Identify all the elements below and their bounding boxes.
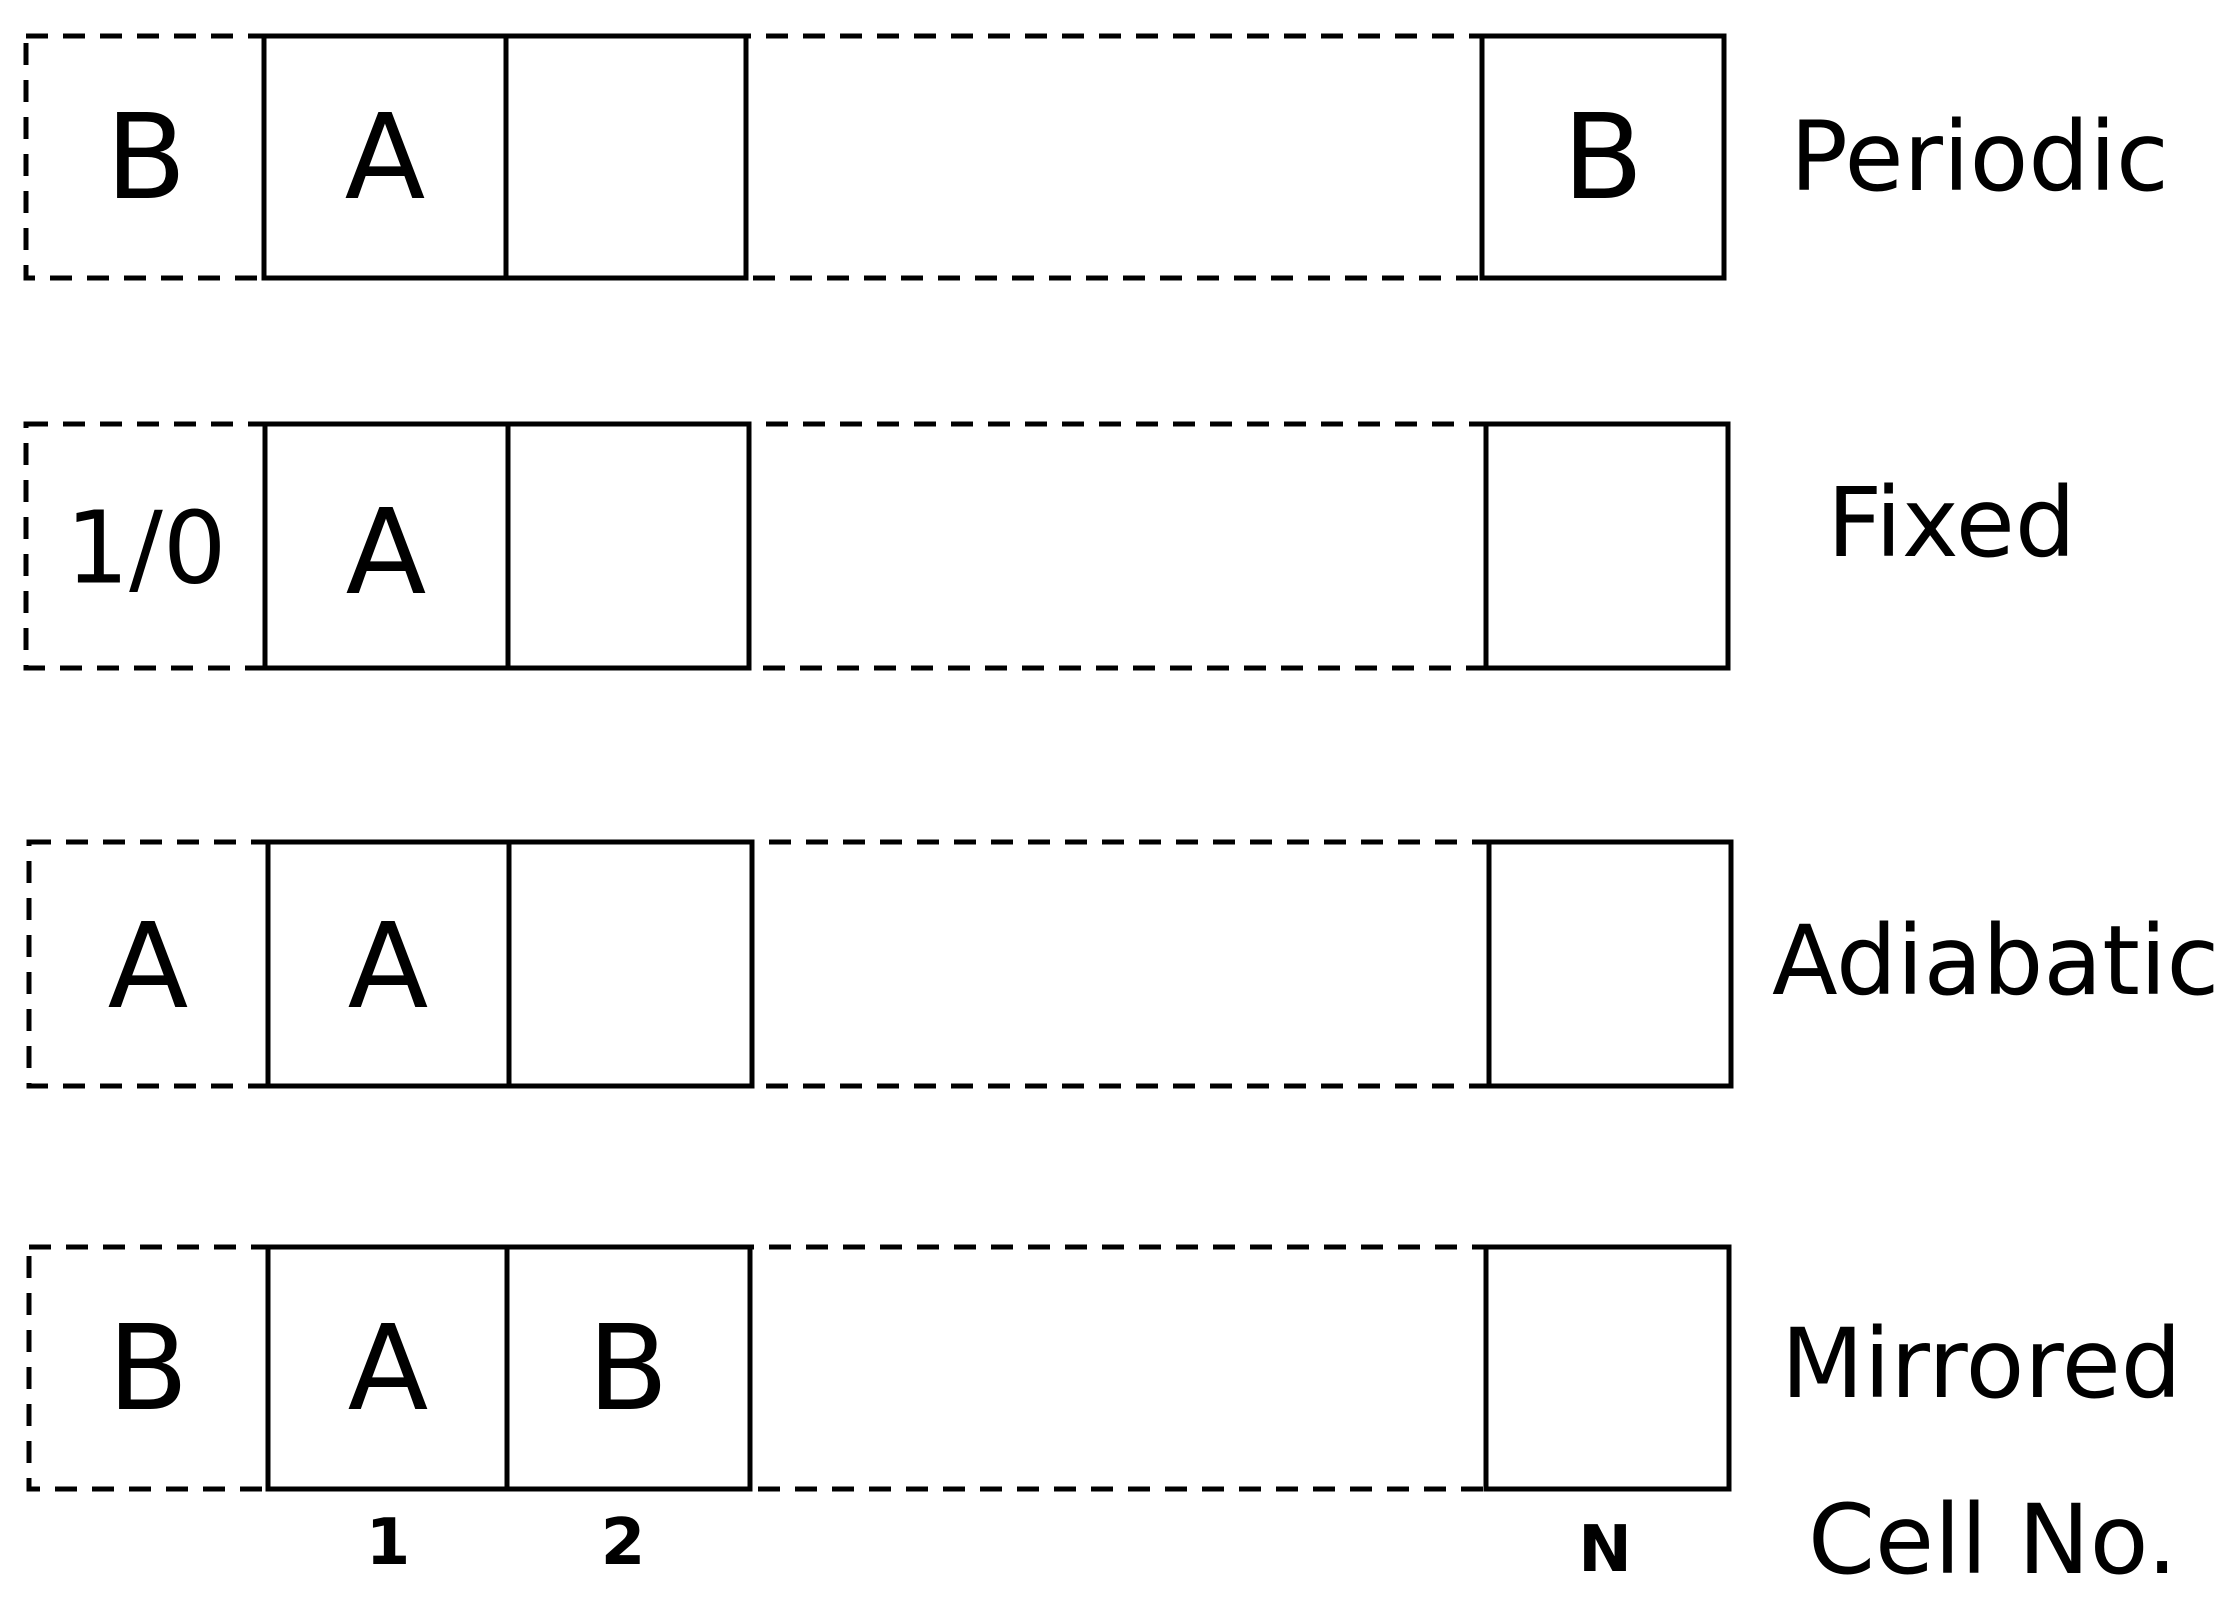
cell-1-value-adiabatic: A	[348, 897, 429, 1035]
row-adiabatic: A A Adiabatic	[26, 839, 2219, 1089]
cell-index-axis: 1 2 N Cell No.	[366, 1484, 2178, 1596]
cell-1-value-fixed: A	[346, 483, 427, 621]
cell-index-n: N	[1578, 1513, 1632, 1587]
cell-2-adiabatic	[506, 839, 755, 1089]
row-label-fixed: Fixed	[1827, 467, 2076, 579]
cell-index-1: 1	[366, 1506, 411, 1580]
row-fixed: 1/0 A Fixed	[23, 421, 2076, 671]
cell-number-label: Cell No.	[1808, 1484, 2177, 1596]
ghost-cell-mirrored	[26, 1244, 1489, 1492]
ghost-cell-adiabatic	[26, 839, 1492, 1089]
cell-index-2: 2	[601, 1506, 646, 1580]
cell-n-fixed	[1483, 421, 1731, 671]
cell-n-periodic	[1479, 33, 1727, 281]
cell-2-value-mirrored: B	[588, 1299, 669, 1437]
cell-2-mirrored	[504, 1244, 753, 1492]
ghost-value-mirrored: B	[108, 1299, 189, 1437]
cell-2-periodic	[503, 33, 749, 281]
cell-2-fixed	[505, 421, 752, 671]
cell-1-value-mirrored: A	[348, 1299, 429, 1437]
ghost-cell-fixed	[23, 421, 1489, 671]
ghost-value-adiabatic: A	[108, 897, 189, 1035]
row-label-periodic: Periodic	[1790, 101, 2169, 213]
cell-1-value-periodic: A	[345, 88, 426, 226]
row-periodic: B A B Periodic	[23, 33, 2169, 281]
ghost-value-periodic: B	[106, 88, 187, 226]
ghost-value-fixed: 1/0	[66, 490, 227, 607]
row-mirrored: B A B Mirrored	[26, 1244, 2182, 1492]
row-label-mirrored: Mirrored	[1781, 1308, 2182, 1420]
ghost-cell-periodic	[23, 33, 1485, 281]
row-label-adiabatic: Adiabatic	[1772, 905, 2219, 1017]
cell-n-adiabatic	[1486, 839, 1734, 1089]
cell-n-mirrored	[1483, 1244, 1732, 1492]
cell-n-value-periodic: B	[1563, 88, 1644, 226]
